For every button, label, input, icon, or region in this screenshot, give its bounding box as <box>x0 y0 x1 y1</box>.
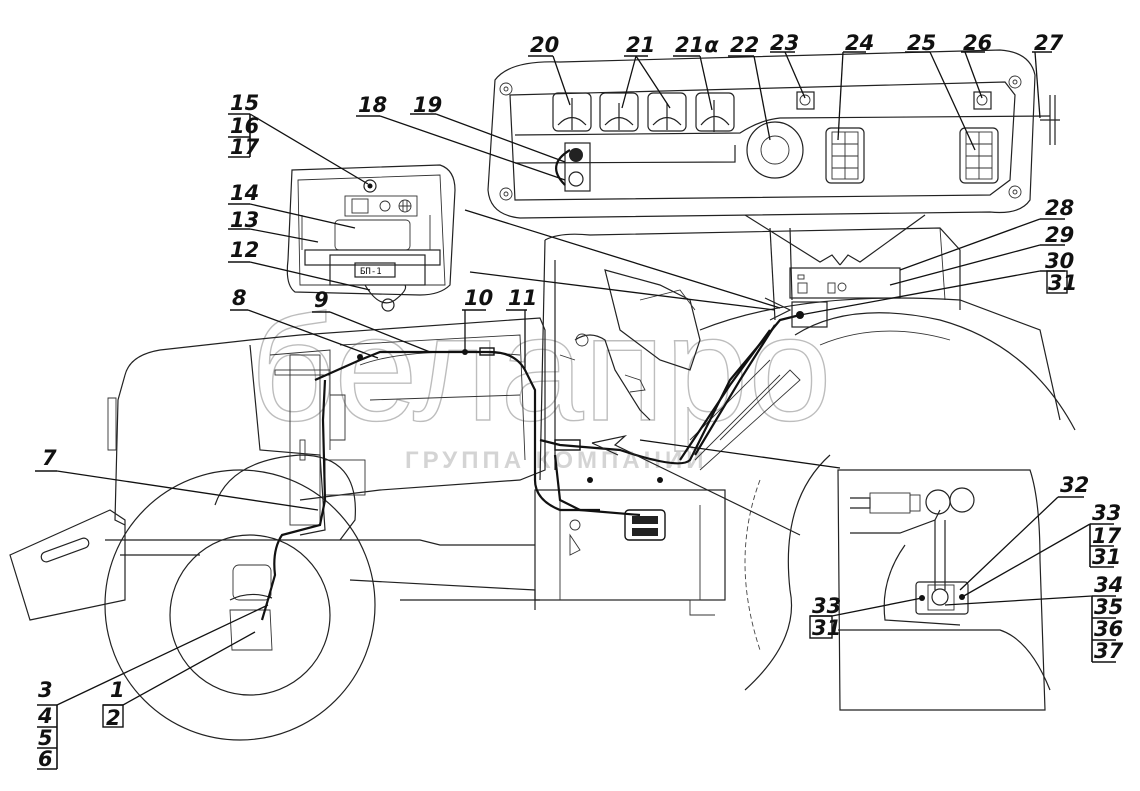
gauge-22 <box>746 121 804 179</box>
svg-text:31: 31 <box>1092 545 1121 569</box>
front-wheel <box>104 469 376 741</box>
svg-text:31: 31 <box>1048 271 1077 295</box>
callout-34: 34 35 36 37 <box>944 573 1124 663</box>
svg-text:21α: 21α <box>675 33 719 57</box>
callout-14: 14 <box>228 181 356 229</box>
svg-text:2: 2 <box>106 706 121 730</box>
callout-24: 24 <box>837 31 874 141</box>
svg-text:34: 34 <box>1094 573 1123 597</box>
control-panel-28 <box>789 267 901 328</box>
gauge-21-right <box>647 92 687 132</box>
tractor-body <box>9 227 1076 711</box>
inset-socket <box>850 487 975 626</box>
callout-12: 12 <box>228 238 371 291</box>
callout-3: 3 4 5 6 <box>37 604 269 771</box>
callout-32: 32 <box>959 473 1089 591</box>
callout-29: 29 <box>889 223 1074 286</box>
svg-text:20: 20 <box>530 33 559 57</box>
switch-25 <box>959 127 999 184</box>
inset-bp1-block: БП-1 <box>286 164 456 312</box>
svg-text:5: 5 <box>38 726 53 750</box>
svg-text:23: 23 <box>770 31 799 55</box>
svg-text:18: 18 <box>358 93 387 117</box>
svg-text:3: 3 <box>38 678 53 702</box>
callout-20: 20 <box>528 33 571 106</box>
callout-10: 10 <box>462 286 493 352</box>
svg-text:14: 14 <box>230 181 259 205</box>
callout-23: 23 <box>770 31 806 99</box>
callout-33-upper: 33 17 31 <box>961 501 1122 598</box>
svg-text:13: 13 <box>230 208 259 232</box>
bp1-label: БП-1 <box>360 267 382 277</box>
svg-text:21: 21 <box>626 33 655 57</box>
callout-28: 28 <box>899 196 1074 271</box>
callout-8: 8 <box>230 286 379 359</box>
callout-21: 21 <box>621 33 671 109</box>
callout-18: 18 <box>356 93 566 181</box>
svg-text:19: 19 <box>413 93 442 117</box>
callout-9: 9 <box>312 288 431 353</box>
svg-text:17: 17 <box>230 135 260 159</box>
switch-24 <box>825 127 865 184</box>
svg-text:31: 31 <box>812 616 841 640</box>
svg-text:7: 7 <box>42 446 57 470</box>
indicator-23 <box>796 91 815 110</box>
svg-text:16: 16 <box>230 114 259 138</box>
callout-19: 19 <box>410 93 566 163</box>
callout-25: 25 <box>905 31 976 151</box>
svg-text:36: 36 <box>1094 617 1123 641</box>
instrument-panel <box>487 49 1060 219</box>
svg-text:1: 1 <box>110 678 125 702</box>
svg-text:11: 11 <box>508 286 537 310</box>
svg-text:32: 32 <box>1060 473 1089 497</box>
svg-text:30: 30 <box>1045 249 1074 273</box>
callout-11: 11 <box>506 286 537 370</box>
callout-13: 13 <box>228 208 319 243</box>
svg-text:9: 9 <box>314 288 329 312</box>
svg-text:35: 35 <box>1094 595 1123 619</box>
svg-text:37: 37 <box>1094 639 1124 663</box>
svg-text:33: 33 <box>1092 501 1121 525</box>
svg-text:22: 22 <box>730 33 759 57</box>
svg-text:27: 27 <box>1034 31 1064 55</box>
wiring-harness <box>260 313 801 621</box>
indicator-26 <box>973 91 992 110</box>
callout-21a: 21α <box>673 33 719 111</box>
gauge-21-left <box>599 92 639 132</box>
svg-text:26: 26 <box>963 31 992 55</box>
callout-22: 22 <box>728 33 771 141</box>
callout-7: 7 <box>35 446 319 511</box>
svg-text:12: 12 <box>230 238 259 262</box>
callout-27: 27 <box>1032 31 1064 119</box>
svg-text:24: 24 <box>845 31 874 55</box>
svg-text:6: 6 <box>38 747 53 771</box>
svg-text:8: 8 <box>232 286 247 310</box>
callout-33-lower: 33 31 <box>809 594 923 640</box>
callout-30: 30 31 <box>799 249 1077 316</box>
callout-15: 15 16 17 <box>228 91 369 185</box>
svg-text:15: 15 <box>230 91 259 115</box>
callout-1: 1 2 <box>102 631 256 730</box>
pointer-arrows <box>464 209 926 536</box>
svg-text:33: 33 <box>812 594 841 618</box>
gauge-20 <box>552 92 592 132</box>
svg-text:4: 4 <box>37 704 53 728</box>
callout-26: 26 <box>961 31 992 99</box>
gauge-21a <box>695 92 735 132</box>
svg-text:10: 10 <box>464 286 493 310</box>
svg-text:28: 28 <box>1045 196 1074 220</box>
svg-text:29: 29 <box>1045 223 1074 247</box>
svg-text:25: 25 <box>907 31 936 55</box>
callouts: 1 2 3 4 5 6 7 8 9 <box>35 31 1124 771</box>
svg-text:17: 17 <box>1092 524 1122 548</box>
